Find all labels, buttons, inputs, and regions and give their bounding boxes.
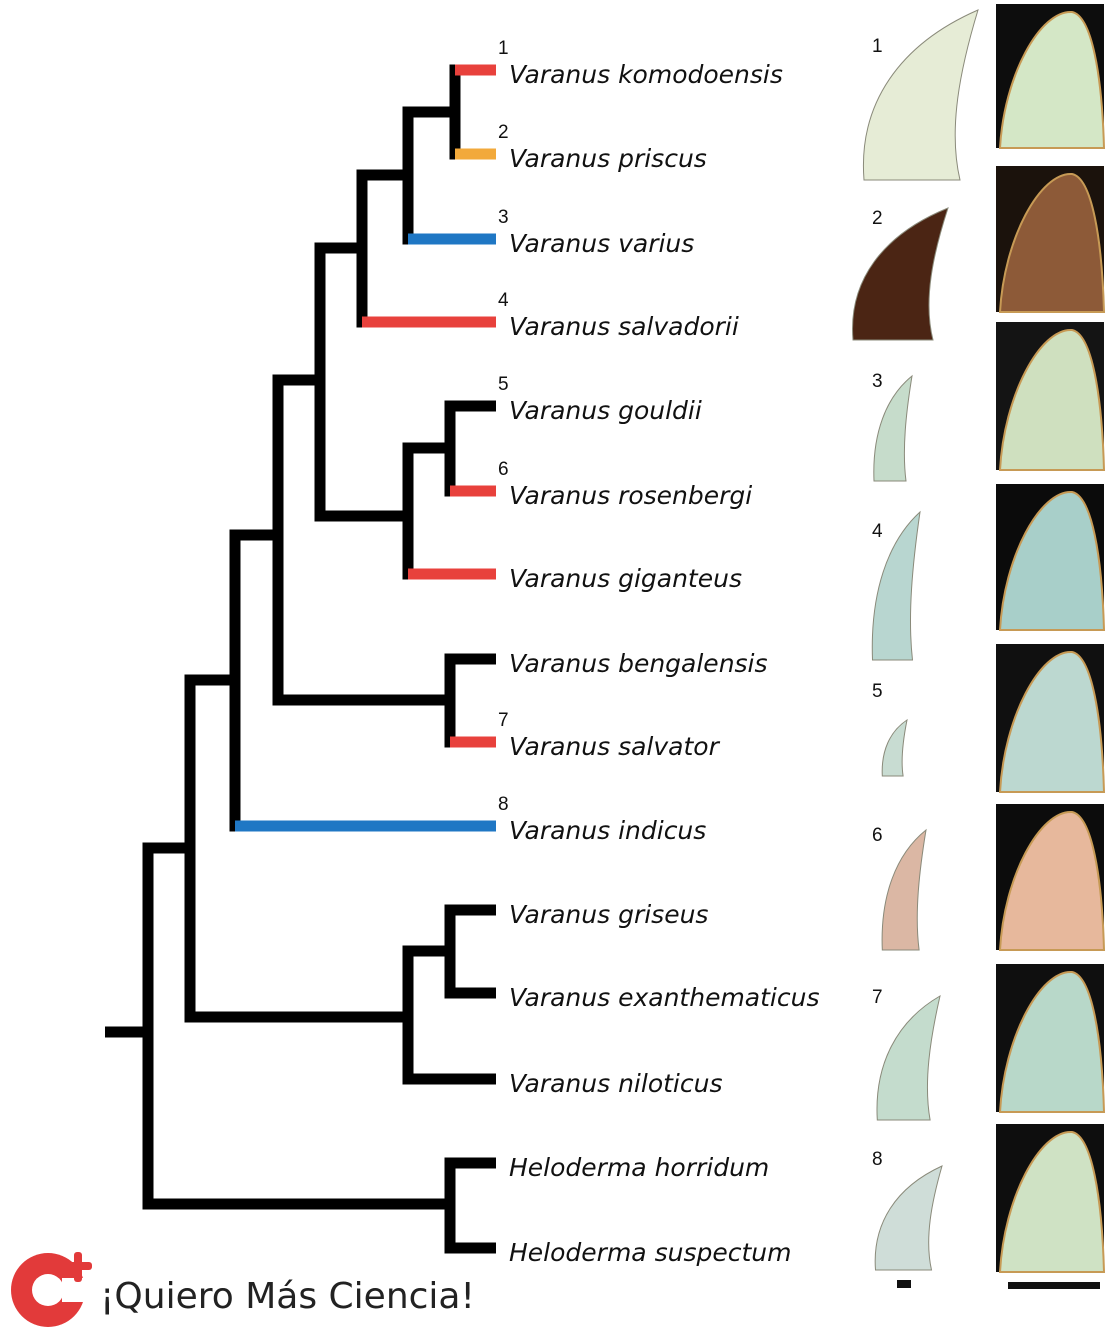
taxon-number: 4 — [498, 290, 509, 311]
taxon-label: Varanus rosenbergi — [509, 481, 752, 510]
taxon-number: 5 — [498, 374, 509, 395]
tooth-closeup — [996, 166, 1104, 312]
scale-bars — [897, 1280, 1100, 1289]
phylogenetic-tree — [105, 65, 455, 1254]
tooth-closeup — [996, 644, 1104, 792]
tooth-shape — [853, 208, 948, 340]
tooth-number: 1 — [872, 36, 883, 57]
tooth-closeup — [996, 322, 1104, 470]
taxon-number: 3 — [498, 207, 509, 228]
tooth-photo: 5 — [872, 681, 907, 776]
tooth-shape — [875, 1166, 942, 1270]
tooth-closeup — [996, 1124, 1104, 1272]
tooth-photo: 4 — [872, 512, 920, 660]
brand-logo: ¡Quiero Más Ciencia! — [11, 1252, 475, 1327]
scale-bar-large — [1008, 1282, 1100, 1289]
taxon-label: Varanus giganteus — [509, 564, 742, 593]
tooth-photo: 2 — [853, 208, 948, 340]
taxon-label: Heloderma suspectum — [509, 1238, 791, 1267]
taxon-label: Varanus varius — [509, 229, 694, 258]
taxon-number: 8 — [498, 794, 509, 815]
scale-bar-small — [897, 1280, 911, 1288]
plus-logo-icon — [11, 1252, 98, 1327]
tooth-closeup — [996, 4, 1104, 148]
tooth-number: 6 — [872, 825, 883, 846]
tooth-photo: 7 — [872, 987, 940, 1120]
tooth-closeup — [996, 804, 1104, 950]
tooth-shape — [877, 996, 940, 1120]
tooth-shape — [882, 830, 926, 950]
teeth-photos-column: 1 2 3 4 5 6 7 8 — [853, 10, 978, 1270]
tooth-number: 8 — [872, 1149, 883, 1170]
taxon-number: 1 — [498, 38, 509, 59]
teeth-closeups-column — [996, 4, 1104, 1272]
tooth-number: 7 — [872, 987, 883, 1008]
taxon-label: Varanus exanthematicus — [509, 983, 820, 1012]
taxon-label: Varanus indicus — [509, 816, 706, 845]
taxon-label: Varanus komodoensis — [509, 60, 783, 89]
tooth-number: 3 — [872, 371, 883, 392]
taxon-label: Heloderma horridum — [509, 1153, 769, 1182]
tooth-photo: 8 — [872, 1149, 942, 1270]
tooth-photo: 3 — [872, 371, 912, 481]
taxon-label: Varanus gouldii — [509, 396, 702, 425]
taxon-number: 2 — [498, 122, 509, 143]
taxon-label: Varanus salvadorii — [509, 312, 739, 341]
taxon-label: Varanus bengalensis — [509, 649, 768, 678]
taxon-label: Varanus salvator — [509, 732, 721, 761]
tooth-shape — [882, 720, 907, 776]
tooth-photo: 1 — [863, 10, 978, 180]
taxon-number: 7 — [498, 710, 509, 731]
taxon-label: Varanus niloticus — [509, 1069, 722, 1098]
tooth-closeup — [996, 964, 1104, 1112]
tooth-number: 4 — [872, 521, 883, 542]
taxon-number: 6 — [498, 459, 509, 480]
brand-text: ¡Quiero Más Ciencia! — [100, 1276, 475, 1317]
tooth-number: 2 — [872, 208, 883, 229]
taxon-label: Varanus griseus — [509, 900, 708, 929]
tooth-number: 5 — [872, 681, 883, 702]
taxon-label: Varanus priscus — [509, 144, 707, 173]
tooth-closeup — [996, 484, 1104, 630]
tooth-photo: 6 — [872, 825, 926, 950]
